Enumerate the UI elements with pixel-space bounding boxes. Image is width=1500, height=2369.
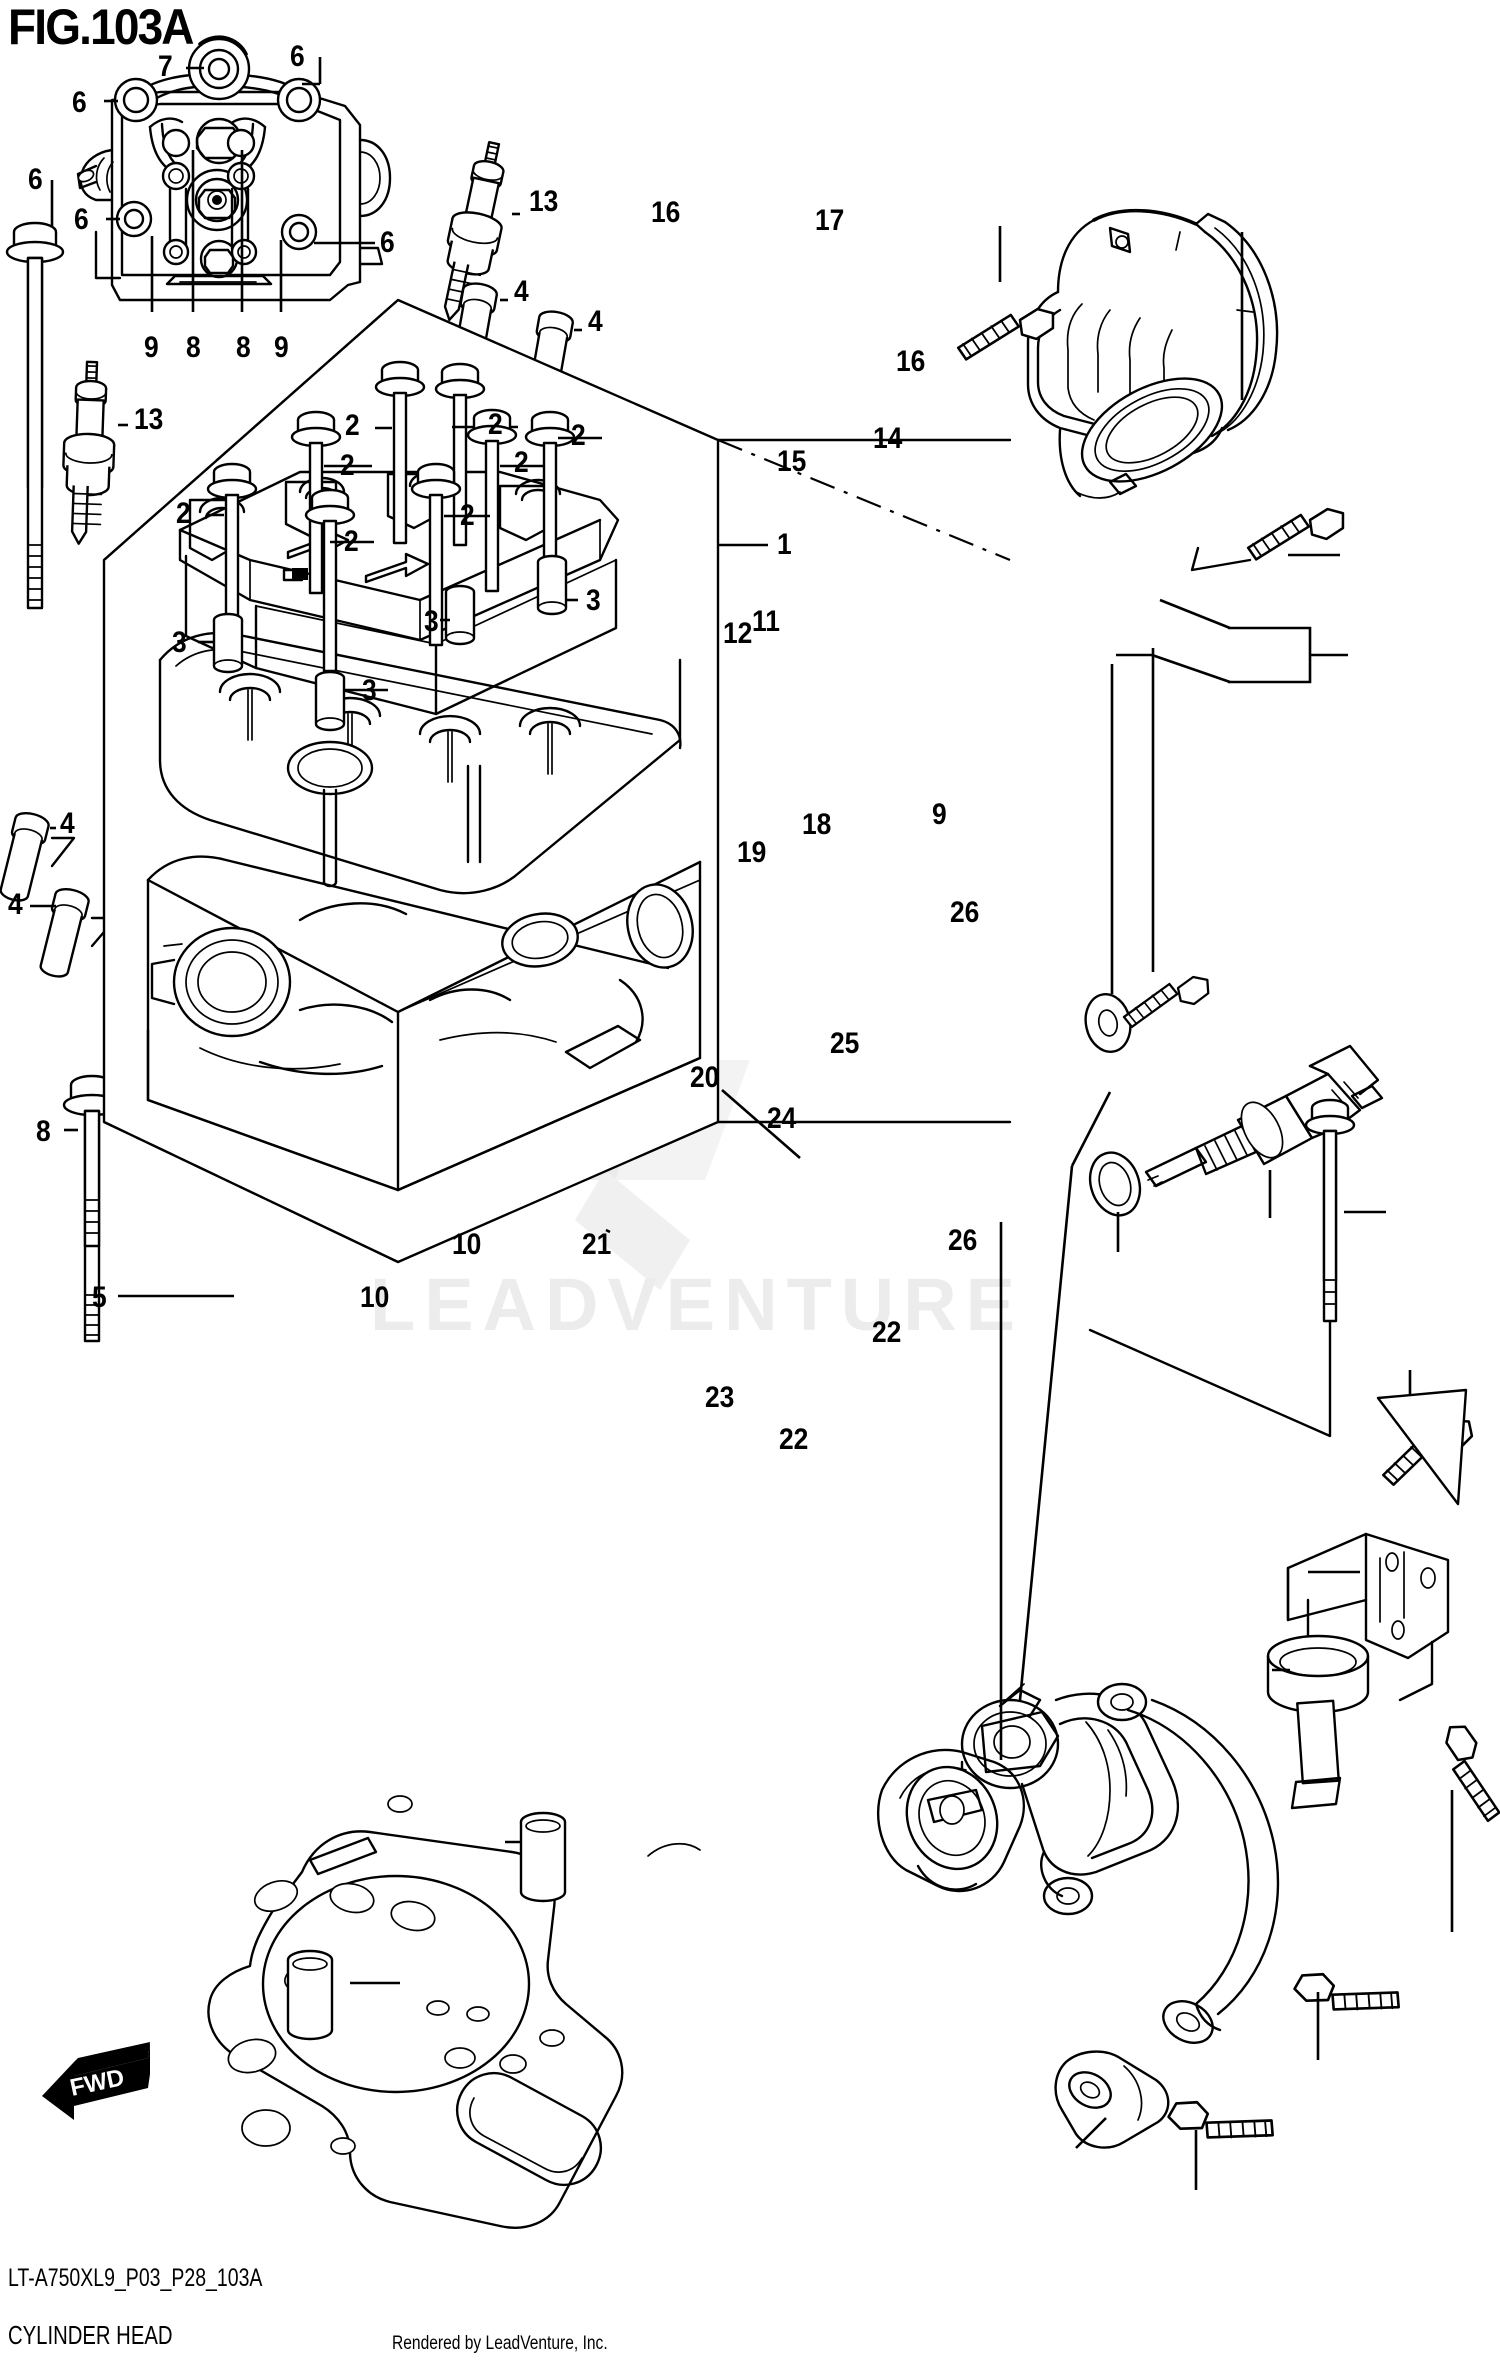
- callout-number-26: 26: [950, 896, 980, 929]
- washer-12: [1084, 993, 1132, 1053]
- callout-number-15: 15: [777, 445, 807, 478]
- dowel-10b: [519, 1811, 567, 1903]
- callout-number-7: 7: [158, 50, 173, 83]
- render-credit: Rendered by LeadVenture, Inc.: [392, 2333, 608, 2354]
- callout-number-6: 6: [28, 163, 43, 196]
- bolt-22-lower: [1164, 2082, 1279, 2164]
- intake-boot-assembly: [1026, 208, 1279, 499]
- callout-number-26: 26: [948, 1224, 978, 1257]
- callout-number-8: 8: [236, 331, 251, 364]
- callout-number-22: 22: [779, 1423, 809, 1456]
- callout-number-14: 14: [873, 422, 903, 455]
- callout-number-2: 2: [514, 446, 529, 479]
- callout-number-3: 3: [172, 626, 187, 659]
- callout-number-3: 3: [362, 674, 377, 707]
- callout-number-3: 3: [424, 605, 439, 638]
- diagram-code: LT-A750XL9_P03_P28_103A: [8, 2264, 263, 2292]
- callout-number-21: 21: [582, 1228, 612, 1261]
- stud-bolt-6: [5, 221, 65, 610]
- bolt-11: [1117, 973, 1215, 1030]
- callout-number-10: 10: [360, 1281, 390, 1314]
- spacer-24: [1266, 1634, 1370, 1810]
- o-ring-19: [1088, 1151, 1142, 1217]
- valve-cover-assembly: [76, 35, 392, 302]
- callout-number-4: 4: [60, 807, 75, 840]
- callout-number-2: 2: [460, 499, 475, 532]
- callout-number-18: 18: [802, 808, 832, 841]
- bolt-16-lower: [1243, 505, 1349, 562]
- callout-number-2: 2: [488, 408, 503, 441]
- callout-number-4: 4: [514, 275, 529, 308]
- temp-sensor-18: [1144, 1044, 1384, 1188]
- bolt-22-upper: [1290, 1954, 1405, 2036]
- cylinder-head-body: [102, 298, 1012, 1264]
- callout-number-4: 4: [588, 305, 603, 338]
- callout-number-6: 6: [74, 203, 89, 236]
- leader-lines-top: [50, 57, 375, 312]
- callout-number-25: 25: [830, 1027, 860, 1060]
- callout-number-6: 6: [290, 40, 305, 73]
- callout-number-11: 11: [752, 605, 780, 638]
- bracket-25: [1286, 1532, 1450, 1702]
- callout-number-20: 20: [690, 1061, 720, 1094]
- callout-number-9: 9: [144, 331, 159, 364]
- callout-number-16: 16: [651, 196, 681, 229]
- thermostat-housing-20: [1020, 1682, 1180, 1916]
- diagram-name: CYLINDER HEAD: [8, 2320, 173, 2350]
- callout-number-9: 9: [932, 798, 947, 831]
- callout-number-19: 19: [737, 836, 767, 869]
- bolt-16-upper: [953, 305, 1059, 362]
- callout-number-2: 2: [340, 449, 355, 482]
- dowel-3a: [536, 554, 568, 616]
- callout-number-17: 17: [815, 204, 845, 237]
- callout-number-8: 8: [36, 1115, 51, 1148]
- coolant-pipe-arm: [1126, 1698, 1280, 2044]
- callout-number-2: 2: [344, 525, 359, 558]
- page-title: FIG.103A: [8, 0, 195, 55]
- callout-number-5: 5: [92, 1281, 107, 1314]
- stud-bolt-8-left: [62, 1074, 122, 1343]
- callout-number-9: 9: [274, 331, 289, 364]
- thermostat-cap-21: [877, 1748, 1025, 1893]
- callout-number-10: 10: [452, 1228, 482, 1261]
- callout-number-23: 23: [705, 1381, 735, 1414]
- callout-number-2: 2: [345, 409, 360, 442]
- callout-number-24: 24: [767, 1102, 797, 1135]
- lifter-4d: [34, 884, 92, 981]
- dowel-3d: [314, 670, 346, 732]
- callout-number-1: 1: [777, 528, 792, 561]
- callout-number-16: 16: [896, 345, 926, 378]
- callout-number-13: 13: [134, 403, 164, 436]
- callout-number-2: 2: [571, 419, 586, 452]
- callout-number-12: 12: [723, 617, 753, 650]
- callout-number-8: 8: [186, 331, 201, 364]
- dowel-3c: [212, 612, 244, 674]
- callout-number-3: 3: [586, 584, 601, 617]
- callout-number-4: 4: [8, 888, 23, 921]
- dowel-10a: [286, 1949, 334, 2041]
- callout-number-6: 6: [380, 226, 395, 259]
- spark-plug-lower: [59, 359, 119, 546]
- fwd-direction-arrow: FWD: [42, 2042, 150, 2120]
- callout-number-6: 6: [72, 86, 87, 119]
- bolt-9-right: [1304, 1098, 1356, 1323]
- callout-number-2: 2: [176, 497, 191, 530]
- callout-number-13: 13: [529, 185, 559, 218]
- callout-number-22: 22: [872, 1316, 902, 1349]
- bracket-23: [1054, 2050, 1170, 2149]
- dowel-3b: [444, 584, 476, 646]
